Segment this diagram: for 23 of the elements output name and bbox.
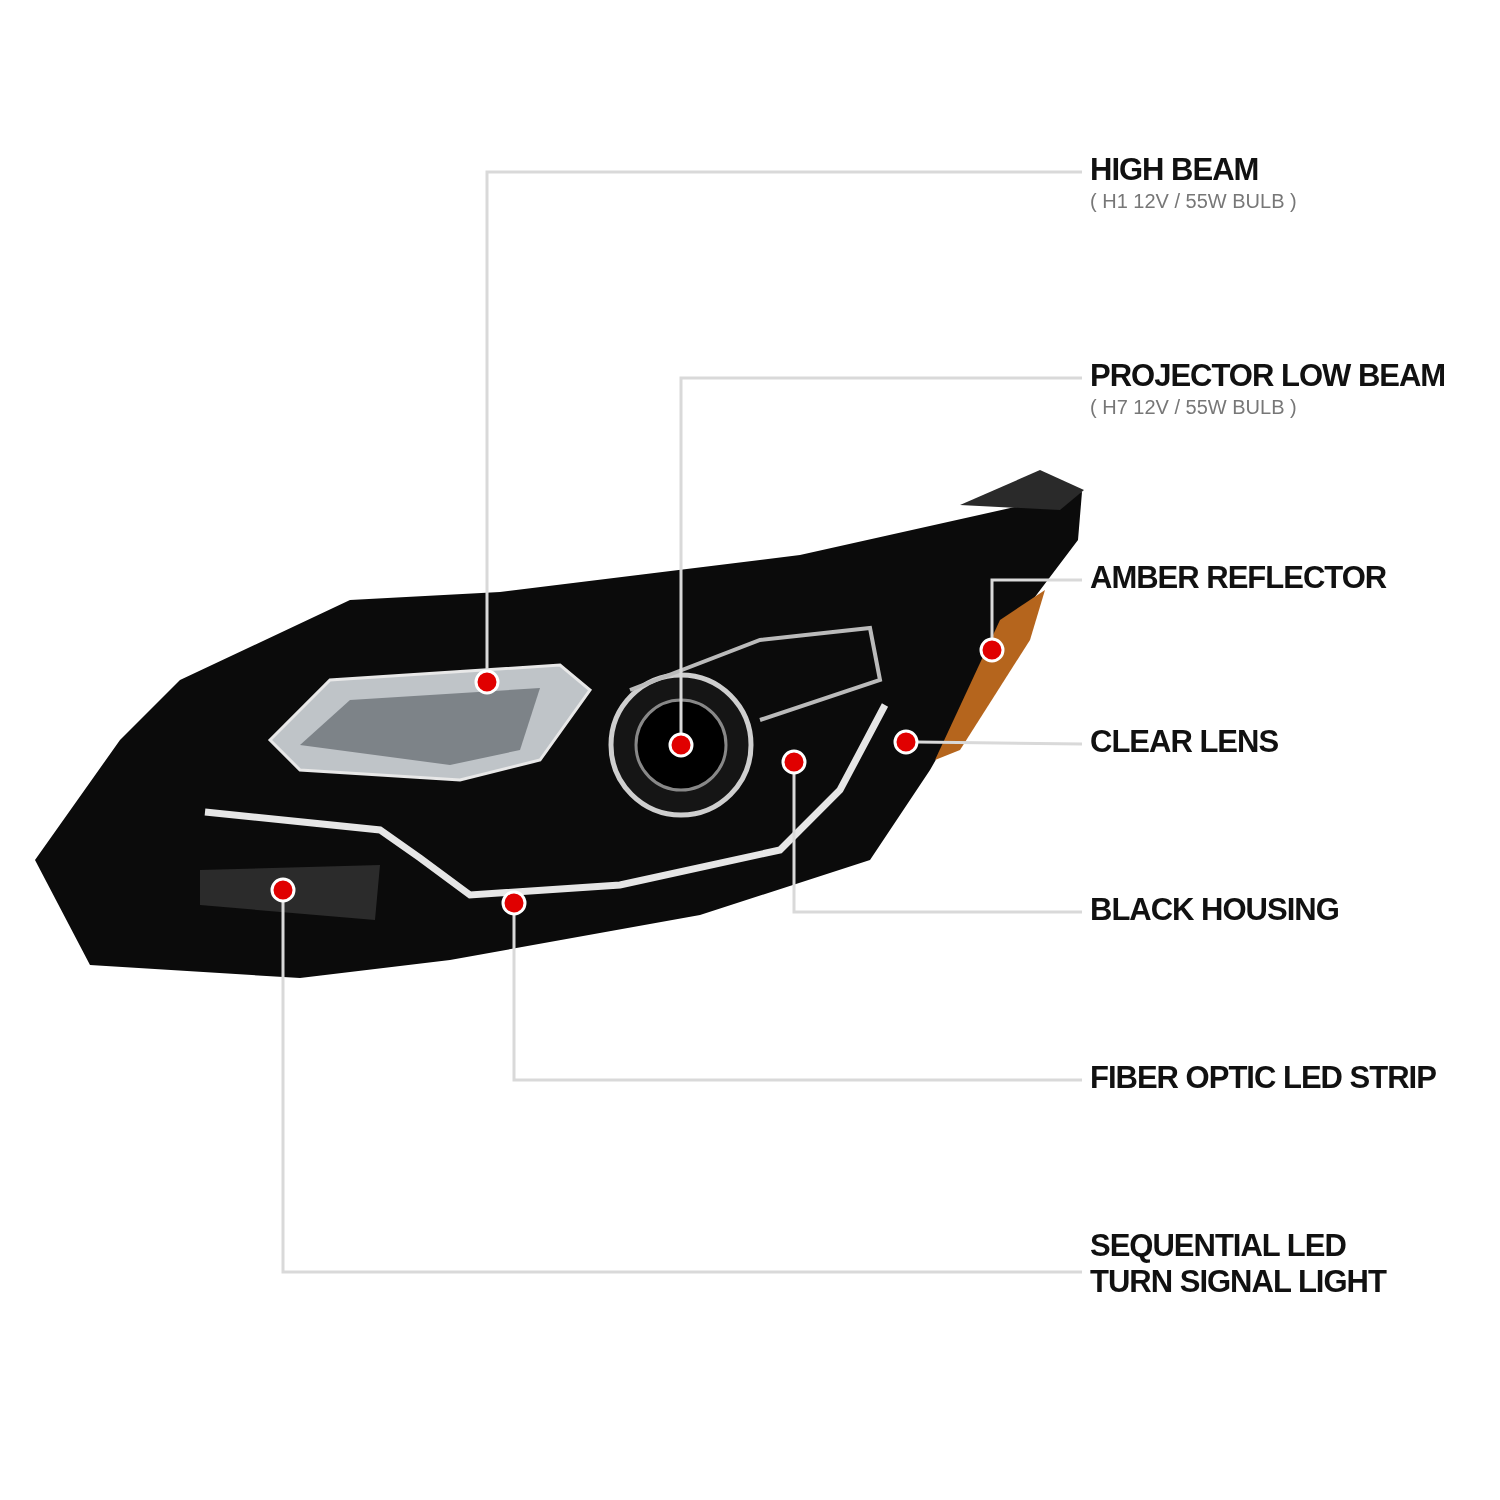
leader-line xyxy=(679,376,1082,734)
part-label: SEQUENTIAL LED TURN SIGNAL LIGHT xyxy=(1090,1228,1388,1300)
leader-line xyxy=(916,740,1083,746)
part-label: PROJECTOR LOW BEAM xyxy=(1090,358,1446,394)
callout-dot xyxy=(893,729,919,755)
callout-dot xyxy=(668,732,694,758)
callout-dot xyxy=(474,669,500,695)
part-label: CLEAR LENS xyxy=(1090,724,1279,760)
leader-line xyxy=(485,170,1082,671)
callout-dot xyxy=(270,877,296,903)
leader-line xyxy=(990,578,1082,639)
callout-dot xyxy=(781,749,807,775)
callout-dot xyxy=(979,637,1005,663)
part-label: AMBER REFLECTOR xyxy=(1090,560,1387,596)
bulb-spec: ( H1 12V / 55W BULB ) xyxy=(1090,190,1297,213)
bulb-spec: ( H7 12V / 55W BULB ) xyxy=(1090,396,1297,419)
part-label: BLACK HOUSING xyxy=(1090,892,1339,928)
leader-line xyxy=(512,914,1082,1082)
part-label: FIBER OPTIC LED STRIP xyxy=(1090,1060,1436,1096)
leader-line xyxy=(792,773,1082,914)
leader-line xyxy=(281,901,1082,1274)
part-label: HIGH BEAM xyxy=(1090,152,1259,188)
callout-dot xyxy=(501,890,527,916)
